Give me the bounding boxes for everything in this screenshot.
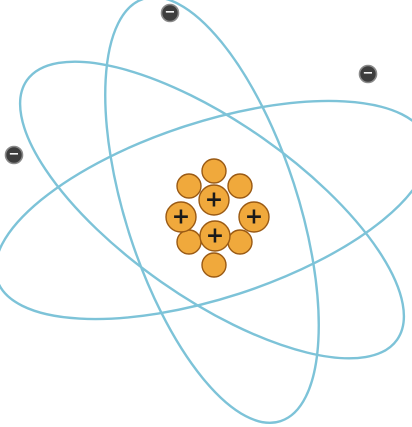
plus-circle-icon: + [205,188,223,213]
proton: + [199,185,229,215]
neutron [202,253,226,277]
minus-circle-icon: − [165,5,176,20]
electron-right: − [360,66,377,83]
proton: + [200,221,230,251]
proton: + [239,202,269,232]
neutron [177,174,201,198]
neutron [228,174,252,198]
neutron [202,159,226,183]
plus-circle-icon: + [172,205,190,230]
neutron [177,230,201,254]
plus-circle-icon: + [206,224,224,249]
minus-circle-icon: − [363,66,374,81]
minus-circle-icon: − [9,147,20,162]
electron-left: − [6,147,23,164]
neutron [228,230,252,254]
plus-circle-icon: + [245,205,263,230]
proton: + [166,202,196,232]
electron-top: − [162,5,179,22]
